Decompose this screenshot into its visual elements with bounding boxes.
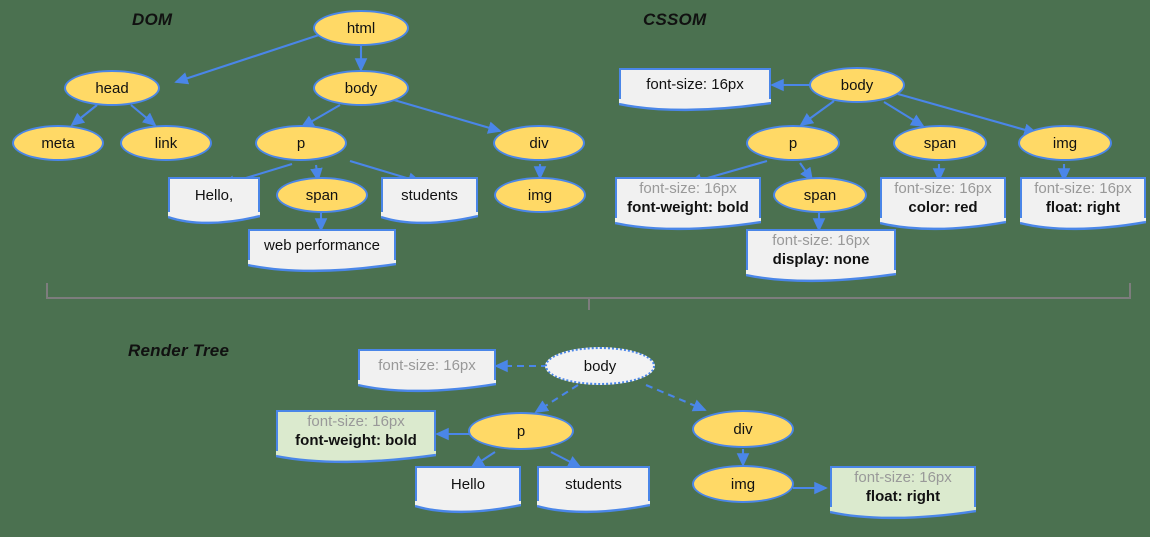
dom-node-head[interactable]: head [64, 70, 160, 106]
cssom-rule-body-line-0: font-size: 16px [646, 75, 744, 93]
cssom-node-p-span-label: span [803, 186, 837, 204]
dom-node-body[interactable]: body [313, 70, 409, 106]
wavy-edge [619, 99, 771, 113]
wavy-edge [880, 218, 1006, 232]
cssom-node-p-label: p [788, 134, 798, 152]
render-rule-p-line-0: font-size: 16px [307, 413, 405, 430]
render-node-body-label: body [583, 357, 617, 375]
cssom-node-span-label: span [923, 134, 957, 152]
wavy-edge [415, 501, 521, 515]
dom-node-html[interactable]: html [313, 10, 409, 46]
render-rule-img: font-size: 16px float: right [830, 466, 976, 510]
cssom-rule-p-span-line-1: display: none [772, 251, 870, 268]
render-node-body[interactable]: body [545, 347, 655, 385]
render-node-div[interactable]: div [692, 410, 794, 448]
cssom-rule-p-line-1: font-weight: bold [627, 199, 749, 216]
wavy-edge [830, 507, 976, 521]
cssom-rule-img-line-0: font-size: 16px [1034, 180, 1132, 197]
wavy-edge [1020, 218, 1146, 232]
cssom-node-img-label: img [1052, 134, 1078, 152]
dom-node-p-label: p [296, 134, 306, 152]
dom-node-p[interactable]: p [255, 125, 347, 161]
render-node-p[interactable]: p [468, 412, 574, 450]
cssom-rule-p-span-line-0: font-size: 16px [772, 232, 870, 249]
render-tree-section-title: Render Tree [128, 341, 230, 360]
render-rule-body-line-0: font-size: 16px [378, 356, 476, 374]
divider-tick-right [1129, 283, 1131, 297]
dom-node-span-label: span [305, 186, 339, 204]
dom-node-meta[interactable]: meta [12, 125, 104, 161]
cssom-rule-img: font-size: 16px float: right [1020, 177, 1146, 221]
dom-node-span[interactable]: span [276, 177, 368, 213]
wavy-edge [248, 260, 396, 274]
render-text-hello-label: Hello [450, 475, 486, 493]
cssom-rule-span: font-size: 16px color: red [880, 177, 1006, 221]
dom-text-hello-label: Hello, [194, 186, 234, 204]
cssom-rule-span-line-0: font-size: 16px [894, 180, 992, 197]
cssom-rule-p: font-size: 16px font-weight: bold [615, 177, 761, 221]
wavy-edge [381, 212, 478, 226]
cssom-node-body-label: body [840, 76, 874, 94]
wavy-edge [615, 218, 761, 232]
render-rule-img-line-0: font-size: 16px [854, 469, 952, 486]
dom-text-hello: Hello, [168, 177, 260, 215]
dom-text-web-performance: web performance [248, 229, 396, 263]
wavy-edge [276, 451, 436, 465]
cssom-rule-img-line-1: float: right [1045, 199, 1121, 216]
cssom-rule-body: font-size: 16px [619, 68, 771, 102]
render-text-students: students [537, 466, 650, 504]
cssom-section-title: CSSOM [643, 10, 707, 29]
wavy-edge [168, 212, 260, 226]
dom-text-students: students [381, 177, 478, 215]
dom-node-img[interactable]: img [494, 177, 586, 213]
dom-node-img-label: img [527, 186, 553, 204]
wavy-edge [358, 380, 496, 394]
wavy-edge [537, 501, 650, 515]
render-node-p-label: p [516, 422, 526, 440]
dom-node-meta-label: meta [41, 134, 75, 152]
render-text-hello: Hello [415, 466, 521, 504]
dom-node-head-label: head [95, 79, 129, 97]
dom-text-students-label: students [401, 186, 458, 204]
dom-text-web-performance-label: web performance [264, 236, 380, 254]
wavy-edge [746, 270, 896, 284]
cssom-node-p-span[interactable]: span [773, 177, 867, 213]
render-rule-img-line-1: float: right [865, 488, 941, 505]
render-node-img-label: img [730, 475, 756, 493]
dom-node-body-label: body [344, 79, 378, 97]
divider-tick-left [46, 283, 48, 297]
dom-node-html-label: html [346, 19, 376, 37]
render-node-div-label: div [733, 420, 753, 438]
dom-node-link[interactable]: link [120, 125, 212, 161]
dom-section-title: DOM [132, 10, 173, 29]
cssom-node-img[interactable]: img [1018, 125, 1112, 161]
render-rule-p: font-size: 16px font-weight: bold [276, 410, 436, 454]
cssom-rule-p-line-0: font-size: 16px [639, 180, 737, 197]
cssom-rule-p-span: font-size: 16px display: none [746, 229, 896, 273]
dom-node-link-label: link [154, 134, 178, 152]
cssom-node-span[interactable]: span [893, 125, 987, 161]
render-text-students-label: students [565, 475, 622, 493]
cssom-rule-span-line-1: color: red [908, 199, 978, 216]
divider-tick-center [588, 297, 590, 310]
cssom-node-p[interactable]: p [746, 125, 840, 161]
render-rule-body: font-size: 16px [358, 349, 496, 383]
render-node-img[interactable]: img [692, 465, 794, 503]
cssom-node-body[interactable]: body [809, 67, 905, 103]
render-rule-p-line-1: font-weight: bold [295, 432, 417, 449]
dom-node-div[interactable]: div [493, 125, 585, 161]
dom-node-div-label: div [529, 134, 549, 152]
